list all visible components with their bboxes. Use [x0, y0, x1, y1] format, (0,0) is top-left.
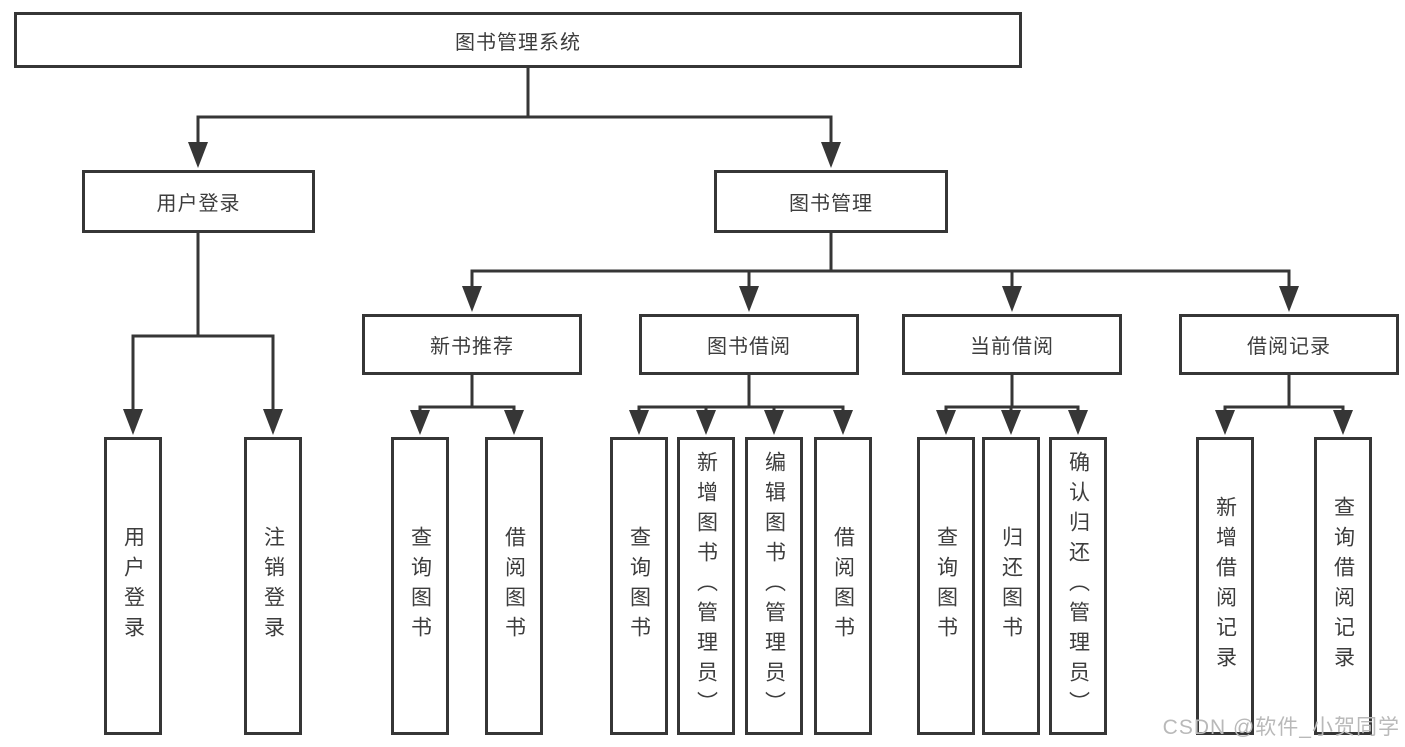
node-book-borrowing: 图书借阅	[639, 314, 859, 375]
node-current-borrowing: 当前借阅	[902, 314, 1122, 375]
node-root-label: 图书管理系统	[455, 31, 581, 54]
leaf-cb-query-books: 查询图书	[917, 437, 975, 735]
leaf-bb-query-books: 查询图书	[610, 437, 668, 735]
leaf-user-login-label: 用户登录	[121, 526, 145, 646]
arrowheads	[123, 142, 1353, 435]
node-root: 图书管理系统	[14, 12, 1022, 68]
leaf-user-login: 用户登录	[104, 437, 162, 735]
node-borrowing-records: 借阅记录	[1179, 314, 1399, 375]
leaf-bb-query-books-label: 查询图书	[627, 526, 651, 646]
leaf-cb-confirm-return-admin-label: 确认归还（管理员）	[1066, 451, 1090, 721]
leaf-bb-edit-books-admin-label: 编辑图书（管理员）	[762, 451, 786, 721]
leaf-cb-query-books-label: 查询图书	[934, 526, 958, 646]
leaf-nb-borrow-books-label: 借阅图书	[502, 526, 526, 646]
node-book-management: 图书管理	[714, 170, 948, 233]
leaf-nb-query-books-label: 查询图书	[408, 526, 432, 646]
leaf-br-add-borrow-record-label: 新增借阅记录	[1213, 496, 1237, 676]
leaf-logout: 注销登录	[244, 437, 302, 735]
node-user-login: 用户登录	[82, 170, 315, 233]
node-borrowing-records-label: 借阅记录	[1247, 336, 1331, 358]
leaf-nb-query-books: 查询图书	[391, 437, 449, 735]
node-current-borrowing-label: 当前借阅	[970, 336, 1054, 358]
node-user-login-label: 用户登录	[156, 193, 241, 215]
node-book-borrowing-label: 图书借阅	[707, 336, 791, 358]
node-new-book-recommendation: 新书推荐	[362, 314, 582, 375]
leaf-bb-borrow-books-label: 借阅图书	[831, 526, 855, 646]
leaf-cb-return-books-label: 归还图书	[999, 526, 1023, 646]
leaf-bb-add-books-admin: 新增图书（管理员）	[677, 437, 735, 735]
node-new-book-recommendation-label: 新书推荐	[430, 336, 514, 358]
leaf-logout-label: 注销登录	[261, 526, 285, 646]
leaf-br-add-borrow-record: 新增借阅记录	[1196, 437, 1254, 735]
leaf-br-query-borrow-record: 查询借阅记录	[1314, 437, 1372, 735]
node-book-management-label: 图书管理	[789, 193, 873, 215]
leaf-br-query-borrow-record-label: 查询借阅记录	[1331, 496, 1355, 676]
leaf-bb-add-books-admin-label: 新增图书（管理员）	[694, 451, 718, 721]
leaf-nb-borrow-books: 借阅图书	[485, 437, 543, 735]
leaf-bb-borrow-books: 借阅图书	[814, 437, 872, 735]
leaf-bb-edit-books-admin: 编辑图书（管理员）	[745, 437, 803, 735]
csdn-watermark: CSDN @软件_小贺同学	[1162, 716, 1400, 739]
leaf-cb-confirm-return-admin: 确认归还（管理员）	[1049, 437, 1107, 735]
leaf-cb-return-books: 归还图书	[982, 437, 1040, 735]
